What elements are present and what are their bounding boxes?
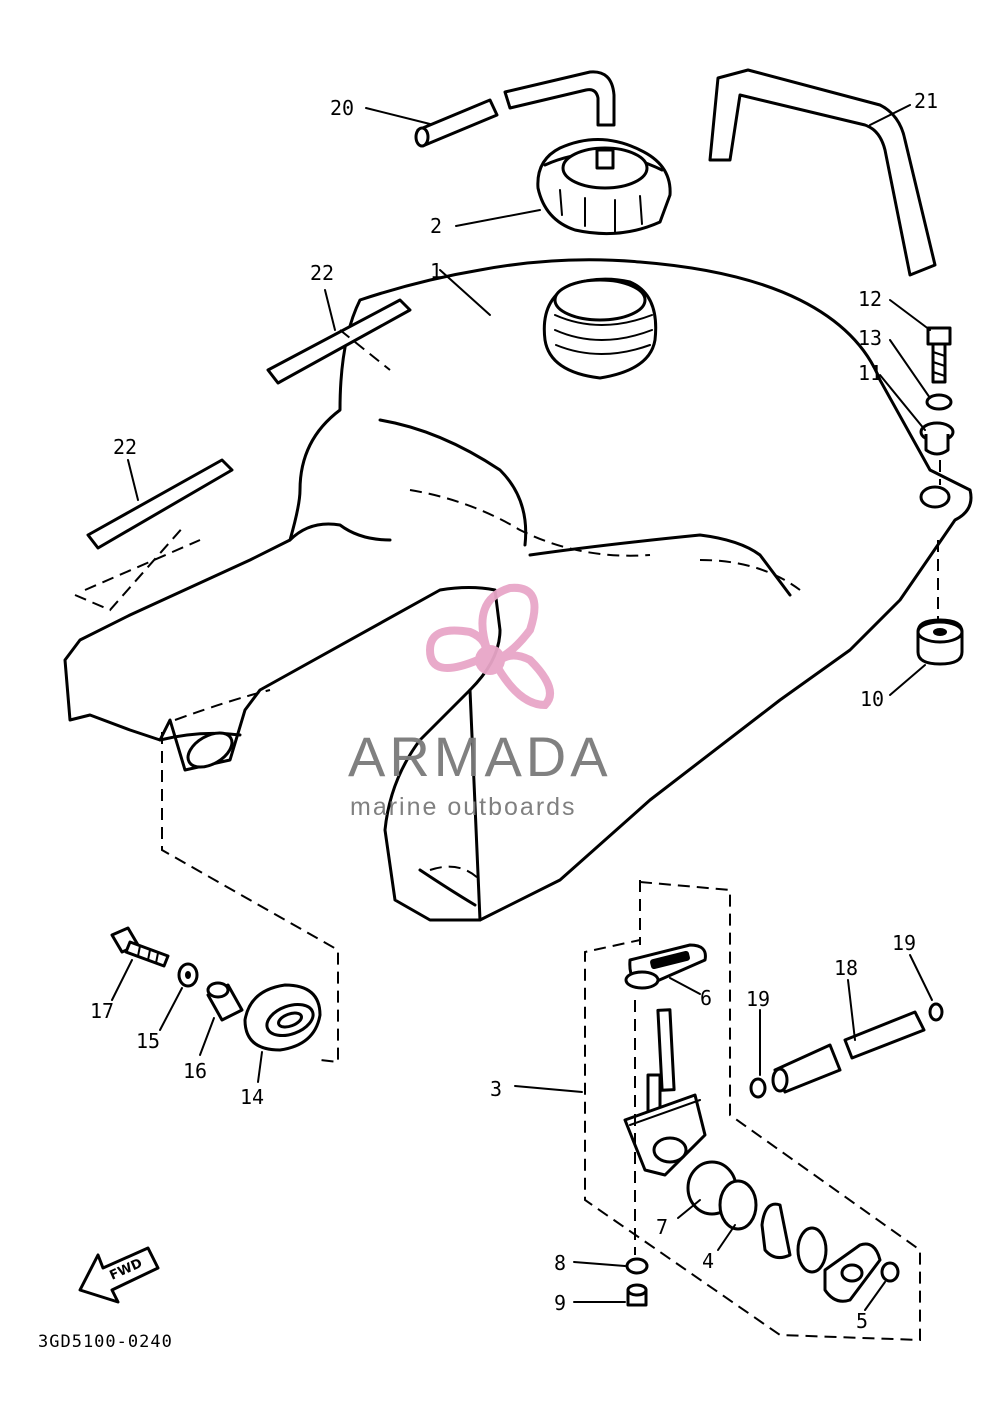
callout-3: 3 — [490, 1077, 502, 1101]
callout-22-upper: 22 — [310, 261, 334, 285]
callout-12: 12 — [858, 287, 882, 311]
callout-5: 5 — [856, 1309, 868, 1333]
callout-2: 2 — [430, 214, 442, 238]
washer-part-15 — [177, 962, 199, 988]
grommet-part-14 — [243, 983, 322, 1052]
callout-13: 13 — [858, 326, 882, 350]
callout-20: 20 — [330, 96, 354, 120]
seat-pad-lower-part-22 — [74, 458, 234, 612]
fuel-cap-part-2 — [536, 138, 672, 236]
cover-plate — [823, 1242, 882, 1303]
callout-8: 8 — [554, 1251, 566, 1275]
callout-1: 1 — [430, 259, 442, 283]
callout-15: 15 — [136, 1029, 160, 1053]
bolt-part-12 — [926, 326, 952, 384]
propeller-logo-icon — [425, 583, 554, 710]
fuel-tank-part-1 — [63, 258, 973, 922]
seat-pad-upper-part-22 — [266, 298, 412, 385]
callouts: 20 2 1 21 22 22 12 13 11 10 17 15 16 14 … — [90, 89, 938, 1333]
callout-19-right: 19 — [892, 931, 916, 955]
callout-16: 16 — [183, 1059, 207, 1083]
o-ring-part-4 — [718, 1179, 758, 1231]
washer-part-8 — [625, 1257, 649, 1275]
callout-9: 9 — [554, 1291, 566, 1315]
callout-18: 18 — [834, 956, 858, 980]
bolt-part-17 — [110, 926, 170, 968]
seal-ring — [796, 1226, 828, 1274]
watermark-tagline: marine outboards — [350, 793, 577, 821]
callout-6: 6 — [700, 986, 712, 1010]
callout-10: 10 — [860, 687, 884, 711]
watermark: ARMADA marine outboards — [348, 583, 612, 821]
lever-part — [760, 1202, 792, 1260]
watermark-brand: ARMADA — [348, 725, 612, 788]
callout-14: 14 — [240, 1085, 264, 1109]
hose-clip-part-19 — [749, 1002, 944, 1099]
forward-arrow-icon: FWD — [78, 1246, 160, 1304]
handle-strap-part-21 — [708, 68, 937, 277]
grommet-part-10 — [916, 618, 964, 666]
callout-19-left: 19 — [746, 987, 770, 1011]
gasket-part-6 — [624, 943, 707, 990]
washer-part-13 — [925, 393, 953, 411]
fuel-cock-body — [623, 1000, 707, 1255]
screw-part-5 — [880, 1261, 900, 1283]
fuel-line-part-18 — [771, 1010, 926, 1094]
callout-17: 17 — [90, 999, 114, 1023]
filler-neck — [542, 277, 658, 380]
callout-11: 11 — [858, 361, 882, 385]
collar-part-11 — [919, 421, 955, 456]
callout-7: 7 — [656, 1215, 668, 1239]
callout-22-lower: 22 — [113, 435, 137, 459]
callout-4: 4 — [702, 1249, 714, 1273]
screw-part-9 — [626, 1283, 648, 1307]
leader-lines — [111, 104, 933, 1311]
callout-21: 21 — [914, 89, 938, 113]
fuel-hose-part-20 — [414, 70, 616, 148]
collar-part-16 — [206, 981, 244, 1022]
drawing-code: 3GD5100-0240 — [38, 1332, 173, 1352]
